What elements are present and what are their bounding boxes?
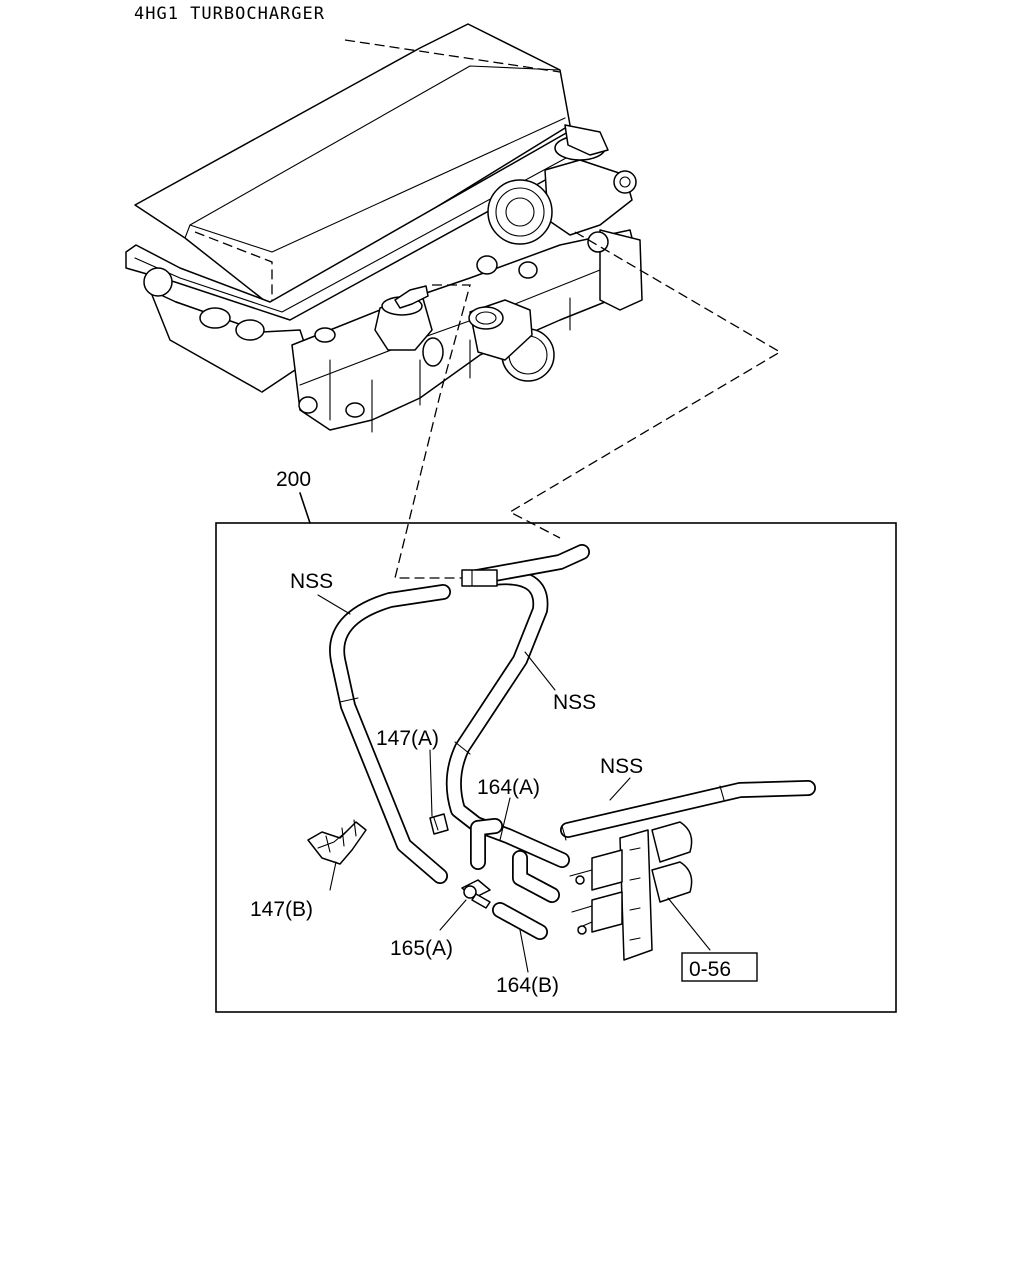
connector-165a	[461, 879, 491, 909]
callout-nss-middle: NSS	[553, 691, 596, 714]
callout-nss-right: NSS	[600, 755, 643, 778]
engine-illustration	[125, 23, 643, 433]
vsv-solenoid-assembly	[569, 821, 693, 961]
callout-164a: 164(A)	[477, 776, 540, 799]
callout-165a: 165(A)	[390, 937, 453, 960]
callout-ref-056: 0-56	[689, 958, 731, 981]
clip-147a	[429, 813, 449, 835]
callout-leaders	[317, 594, 711, 973]
clip-147b	[307, 819, 367, 865]
dashed-leaders	[394, 231, 782, 579]
assembly-frame	[215, 522, 897, 1013]
page-title: 4HG1 TURBOCHARGER	[134, 4, 325, 24]
callout-nss-left: NSS	[290, 570, 333, 593]
callout-147b: 147(B)	[250, 898, 313, 921]
callout-164b: 164(B)	[496, 974, 559, 997]
ref-box	[681, 952, 758, 982]
callout-200: 200	[276, 468, 311, 491]
callout-147a: 147(A)	[376, 727, 439, 750]
hose-network	[329, 544, 816, 940]
